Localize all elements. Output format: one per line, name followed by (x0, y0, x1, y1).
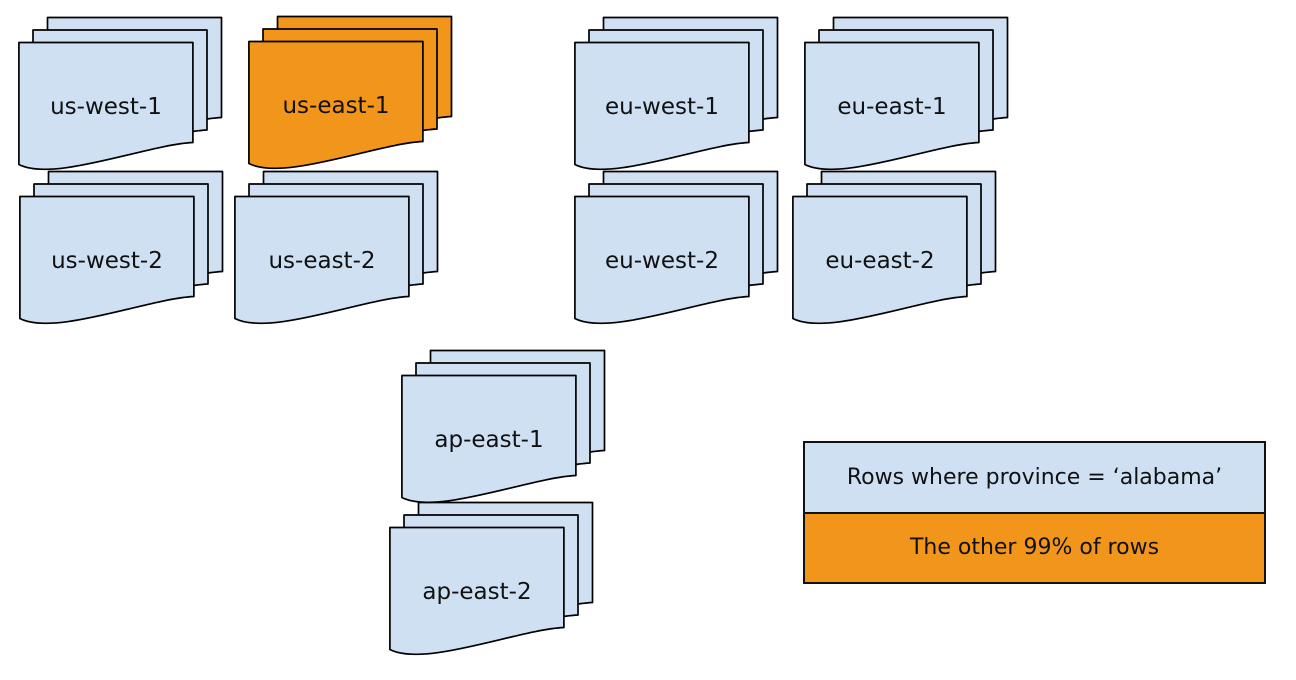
doc-stack-eu-west-1: eu-west-1 (574, 16, 779, 171)
region-label: eu-east-2 (825, 248, 934, 274)
doc-stack-eu-east-2: eu-east-2 (792, 170, 997, 325)
legend-item-other-rows: The other 99% of rows (805, 511, 1264, 582)
doc-stack-eu-east-1: eu-east-1 (804, 16, 1009, 171)
legend-item-label: Rows where province = ‘alabama’ (846, 464, 1223, 490)
doc-stack-us-east-1: us-east-1 (248, 15, 453, 170)
region-label: us-west-1 (50, 94, 162, 120)
region-label: eu-west-2 (605, 248, 719, 274)
region-label: eu-west-1 (605, 94, 719, 120)
doc-stack-us-east-2: us-east-2 (234, 170, 439, 325)
doc-stack-ap-east-2: ap-east-2 (389, 501, 594, 656)
region-label: us-east-2 (268, 248, 375, 274)
region-label: ap-east-1 (434, 427, 543, 453)
doc-stack-us-west-2: us-west-2 (19, 170, 224, 325)
region-label: us-west-2 (51, 248, 163, 274)
doc-stack-ap-east-1: ap-east-1 (401, 349, 606, 504)
region-label: eu-east-1 (837, 94, 946, 120)
region-label: ap-east-2 (422, 579, 531, 605)
legend-item-alabama-rows: Rows where province = ‘alabama’ (805, 443, 1264, 512)
doc-stack-us-west-1: us-west-1 (18, 16, 223, 171)
doc-stack-eu-west-2: eu-west-2 (574, 170, 779, 325)
legend-item-label: The other 99% of rows (909, 535, 1160, 561)
region-label: us-east-1 (282, 93, 389, 119)
legend: Rows where province = ‘alabama’ The othe… (803, 441, 1266, 584)
